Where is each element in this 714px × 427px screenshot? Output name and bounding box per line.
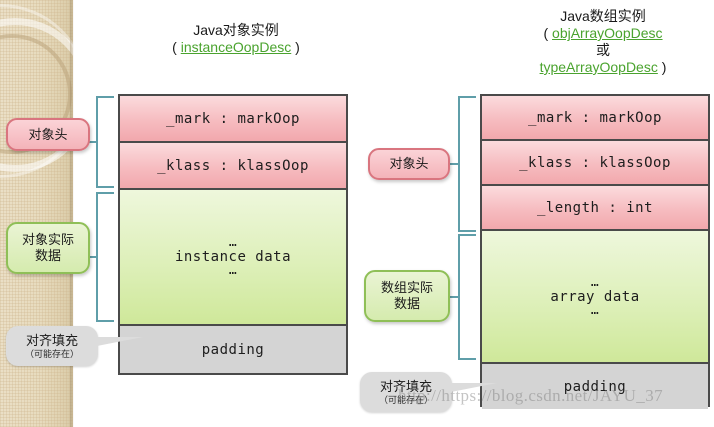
callout-object-padding[interactable]: 对齐填充 （可能存在） <box>6 326 98 366</box>
array-title-subtitle-1: ( objArrayOopDesc <box>496 25 710 42</box>
dots-bottom: … <box>228 263 238 278</box>
object-row-mark: _mark : markOop <box>120 96 346 143</box>
callout-object-data-line1: 对象实际 <box>21 232 74 247</box>
callout-array-data-line2: 数据 <box>393 296 420 311</box>
object-data-bracket <box>96 192 114 322</box>
callout-object-header[interactable]: 对象头 <box>6 118 90 151</box>
object-header-bracket <box>96 96 114 188</box>
array-header-bracket-nub <box>449 163 458 165</box>
callout-object-data-line2: 数据 <box>34 248 61 263</box>
array-row-padding: padding <box>482 364 708 409</box>
object-title-subtitle: ( instanceOopDesc ) <box>128 39 344 56</box>
watermark-text: http://https://blog.csdn.net/JAYU_37 <box>398 386 664 405</box>
array-diagram-title: Java数组实例 ( objArrayOopDesc 或 typeArrayOo… <box>496 8 710 76</box>
object-row-padding: padding <box>120 326 346 373</box>
object-data-bracket-nub <box>87 256 96 258</box>
dots-bottom-2: … <box>590 302 600 318</box>
object-header-bracket-nub <box>87 141 96 143</box>
callout-object-padding-sub: （可能存在） <box>24 348 79 359</box>
array-row-length: _length : int <box>482 186 708 231</box>
array-title-main: Java数组实例 <box>560 8 646 24</box>
array-row-klass: _klass : klassOop <box>482 141 708 186</box>
array-row-mark: _mark : markOop <box>482 96 708 141</box>
callout-array-padding[interactable]: 对齐填充 （可能存在） <box>360 372 452 412</box>
callout-array-data[interactable]: 数组实际 数据 <box>364 270 450 322</box>
paren-close: ) <box>291 39 300 55</box>
array-struct-box: _mark : markOop _klass : klassOop _lengt… <box>480 94 710 409</box>
object-title-main: Java对象实例 <box>193 22 279 38</box>
decorative-band-edge <box>70 0 74 427</box>
callout-array-padding-tail <box>451 383 497 392</box>
array-data-label: array data <box>550 288 640 305</box>
paren-close-2: ) <box>657 59 667 75</box>
array-row-array-data: … array data … <box>482 231 708 364</box>
paren-open: ( <box>172 39 181 55</box>
callout-array-data-line1: 数组实际 <box>380 280 433 295</box>
object-diagram-title: Java对象实例 ( instanceOopDesc ) <box>128 22 344 56</box>
callout-object-padding-label: 对齐填充 <box>25 332 78 348</box>
array-data-bracket-nub <box>449 296 458 298</box>
callout-array-header[interactable]: 对象头 <box>368 148 450 180</box>
array-title-subtitle-2: typeArrayOopDesc ) <box>496 59 710 76</box>
callout-array-padding-sub: （可能存在） <box>378 394 433 405</box>
callout-object-data[interactable]: 对象实际 数据 <box>6 222 90 274</box>
callout-object-padding-tail <box>97 337 143 346</box>
array-header-bracket <box>458 96 476 232</box>
dots-top-2: … <box>590 274 600 290</box>
object-struct-box: _mark : markOop _klass : klassOop … inst… <box>118 94 348 375</box>
instanceoopdesc-link[interactable]: instanceOopDesc <box>180 39 292 55</box>
paren-open-2: ( <box>543 25 553 41</box>
callout-array-padding-label: 对齐填充 <box>379 378 432 394</box>
objarrayoopdesc-link[interactable]: objArrayOopDesc <box>552 25 663 41</box>
callout-object-header-label: 对象头 <box>28 126 68 142</box>
object-row-klass: _klass : klassOop <box>120 143 346 190</box>
typearrayoopdesc-link[interactable]: typeArrayOopDesc <box>539 59 658 75</box>
object-row-instance-data: … instance data … <box>120 190 346 326</box>
dots-top: … <box>228 235 238 250</box>
callout-array-header-label: 对象头 <box>389 156 429 171</box>
array-data-bracket <box>458 234 476 360</box>
instance-data-label: instance data <box>174 249 292 265</box>
array-title-subtitle-mid: 或 <box>596 42 610 58</box>
